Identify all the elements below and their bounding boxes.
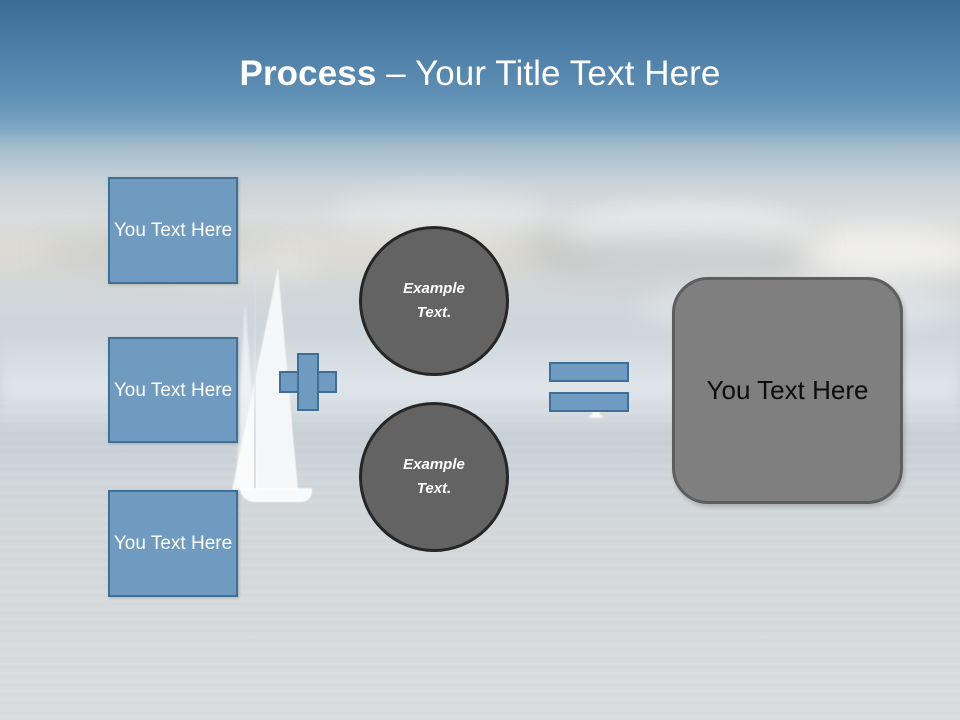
cloud-shape xyxy=(790,225,960,280)
example-circle-1-line1: Example xyxy=(403,280,465,297)
result-box[interactable]: You Text Here xyxy=(672,277,903,504)
plus-icon-center-patch xyxy=(299,373,317,391)
cloud-shape xyxy=(560,205,810,265)
sailboat-hull xyxy=(240,488,312,502)
example-circle-2-line2: Text. xyxy=(416,480,452,497)
input-box-2[interactable]: You Text Here xyxy=(108,337,238,443)
page-title-rest: – Your Title Text Here xyxy=(376,54,721,93)
input-box-3[interactable]: You Text Here xyxy=(108,490,238,597)
page-title: Process – Your Title Text Here xyxy=(0,52,960,96)
input-box-1[interactable]: You Text Here xyxy=(108,177,238,284)
equals-icon-top-bar xyxy=(549,362,629,382)
plus-icon xyxy=(279,353,337,411)
example-circle-1[interactable]: Example Text. xyxy=(359,226,509,376)
input-box-2-label: You Text Here xyxy=(113,379,233,401)
result-box-label: You Text Here xyxy=(706,375,869,405)
equals-icon-bottom-bar xyxy=(549,392,629,412)
input-box-1-label: You Text Here xyxy=(113,220,233,241)
example-circle-2-line1: Example xyxy=(403,456,465,473)
example-circle-2[interactable]: Example Text. xyxy=(359,402,509,552)
input-box-3-label: You Text Here xyxy=(113,533,233,554)
page-title-bold: Process xyxy=(239,54,377,93)
cloud-shape-dark xyxy=(520,232,820,272)
example-circle-1-line2: Text. xyxy=(416,304,452,321)
equals-icon xyxy=(549,362,629,412)
